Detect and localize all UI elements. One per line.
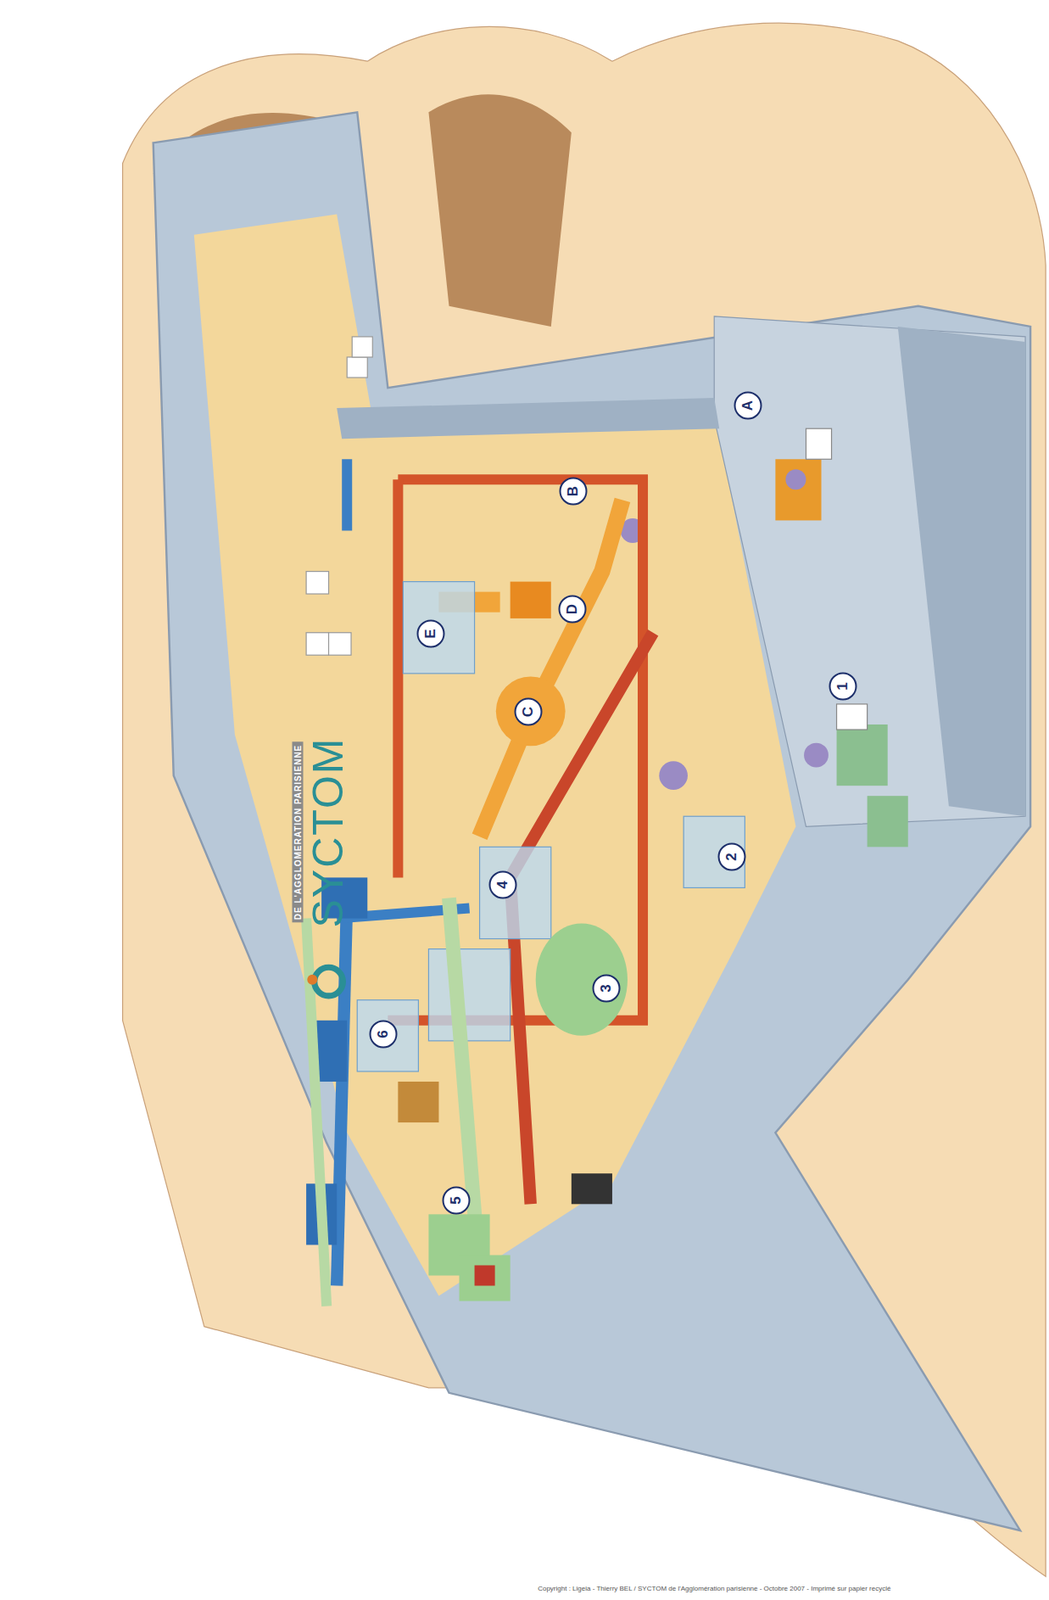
- callout-ring: [560, 477, 587, 504]
- callout-circle: 3: [591, 973, 621, 1003]
- callout-number: 6: [374, 1029, 392, 1038]
- callout-circle: E: [416, 619, 446, 648]
- callout-circle: D: [557, 594, 587, 624]
- callout-circle: 6: [368, 1019, 398, 1049]
- callout-circle: C: [513, 697, 543, 726]
- callout-number: 5: [447, 1195, 465, 1204]
- callout-number: 2: [723, 852, 741, 860]
- copyright-note: Copyright : Ligeia - Thierry BEL / SYCTO…: [535, 1583, 893, 1593]
- callout-circle: 4: [488, 870, 518, 899]
- callout-ring: [559, 596, 586, 623]
- callout-ring: [442, 1187, 469, 1214]
- callout-number: 4: [494, 881, 512, 889]
- callout-ring: [829, 672, 856, 699]
- callout-ring: [370, 1020, 397, 1047]
- callout-ring: [735, 391, 762, 419]
- callout-ring: [718, 842, 745, 870]
- logo-text: SYCTOM: [302, 733, 354, 930]
- callout-circle: 5: [441, 1185, 471, 1215]
- callout-circle: A: [733, 390, 763, 420]
- callout-circle: B: [558, 476, 588, 506]
- callout-ring: [417, 620, 444, 648]
- callout-circle: 2: [717, 842, 747, 871]
- callout-number: D: [563, 603, 581, 614]
- callout-ring: [592, 974, 620, 1001]
- callout-ring: [515, 697, 542, 725]
- callout-number: E: [422, 629, 440, 639]
- callout-number: 1: [834, 681, 852, 690]
- callout-ring: [490, 871, 517, 899]
- callout-number: 3: [597, 983, 615, 992]
- callout-circle: 1: [828, 671, 858, 701]
- callout-number: A: [739, 400, 757, 411]
- callout-number: C: [519, 706, 537, 717]
- callout-number: B: [564, 485, 582, 497]
- logo-subtitle: DE L'AGGLOMERATION PARISIENNE: [292, 741, 304, 922]
